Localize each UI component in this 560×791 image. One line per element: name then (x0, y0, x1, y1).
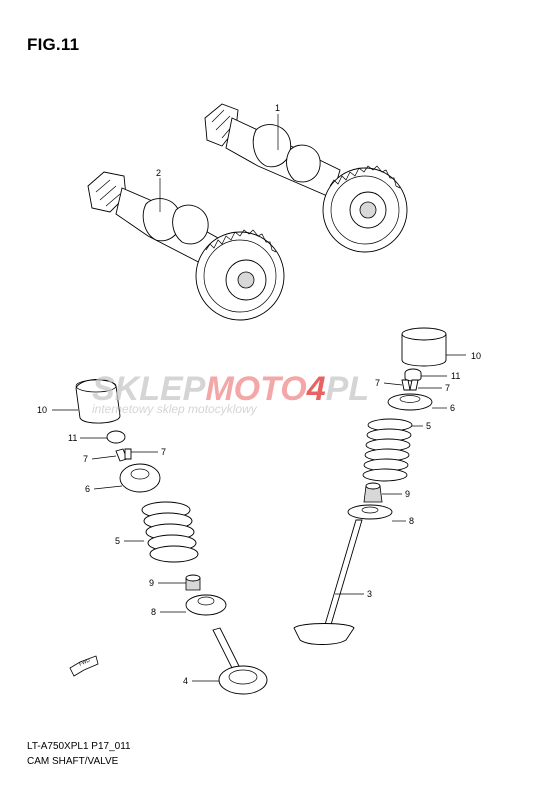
callout-9-right: 9 (405, 489, 410, 499)
camshaft-2[interactable] (87, 171, 285, 321)
callout-6-left: 6 (85, 484, 90, 494)
callout-6-right: 6 (450, 403, 455, 413)
retainer-right[interactable] (387, 393, 433, 411)
cotter-left[interactable] (115, 448, 132, 462)
callout-10-right: 10 (471, 351, 481, 361)
camshaft-2-sprocket (195, 229, 285, 321)
callout-8-left: 8 (151, 607, 156, 617)
figure-name: CAM SHAFT/VALVE (27, 756, 119, 767)
watermark-brand-end: PL (326, 370, 369, 408)
shim-left[interactable] (106, 430, 126, 444)
callout-7-right-a: 7 (375, 378, 380, 388)
fwd-label: FWD (78, 657, 91, 667)
cotter-right[interactable] (401, 379, 419, 391)
tappet-right[interactable] (401, 327, 447, 367)
callout-9-left: 9 (149, 578, 154, 588)
callouts: 1 2 10 11 7 7 6 5 9 8 3 10 11 7 7 6 5 9 … (37, 103, 481, 686)
watermark-tagline: internetowy sklep motocyklowy (92, 402, 258, 416)
callout-2: 2 (156, 168, 161, 178)
fwd-arrow-icon: FWD (69, 655, 99, 677)
tappet-left[interactable] (75, 379, 121, 424)
spring-seat-right[interactable] (347, 504, 393, 520)
retainer-left[interactable] (119, 463, 161, 493)
valve-left[interactable] (212, 627, 268, 695)
callout-8-right: 8 (409, 516, 414, 526)
camshaft-1-sprocket (322, 165, 408, 253)
figure-title: FIG.11 (27, 35, 80, 54)
watermark-brand: SKLEPMOTO4PL (92, 370, 369, 408)
spring-seat-left[interactable] (185, 594, 227, 616)
callout-3: 3 (367, 589, 372, 599)
stem-seal-right[interactable] (363, 482, 383, 503)
callout-7-right-b: 7 (445, 383, 450, 393)
callout-11-right: 11 (451, 371, 460, 381)
valve-right[interactable] (293, 519, 363, 645)
callout-7-left-b: 7 (161, 447, 166, 457)
camshaft-1[interactable] (204, 103, 408, 253)
watermark-brand-left: SKLEP (92, 370, 206, 408)
callout-4: 4 (183, 676, 188, 686)
leader-lines (52, 114, 466, 682)
spring-left[interactable] (141, 501, 199, 563)
spring-right[interactable] (362, 418, 413, 482)
stem-seal-left[interactable] (185, 574, 201, 591)
watermark-brand-right: 4 (306, 370, 326, 408)
callout-11-left: 11 (68, 433, 77, 443)
shim-right[interactable] (404, 368, 422, 382)
watermark-brand-mid: MOTO (205, 370, 306, 408)
figure-code: LT-A750XPL1 P17_011 (27, 741, 131, 752)
callout-1: 1 (275, 103, 280, 113)
callout-5-right: 5 (426, 421, 431, 431)
callout-10-left: 10 (37, 405, 47, 415)
callout-7-left-a: 7 (83, 454, 88, 464)
callout-5-left: 5 (115, 536, 120, 546)
watermark: SKLEPMOTO4PL internetowy sklep motocyklo… (92, 370, 369, 416)
